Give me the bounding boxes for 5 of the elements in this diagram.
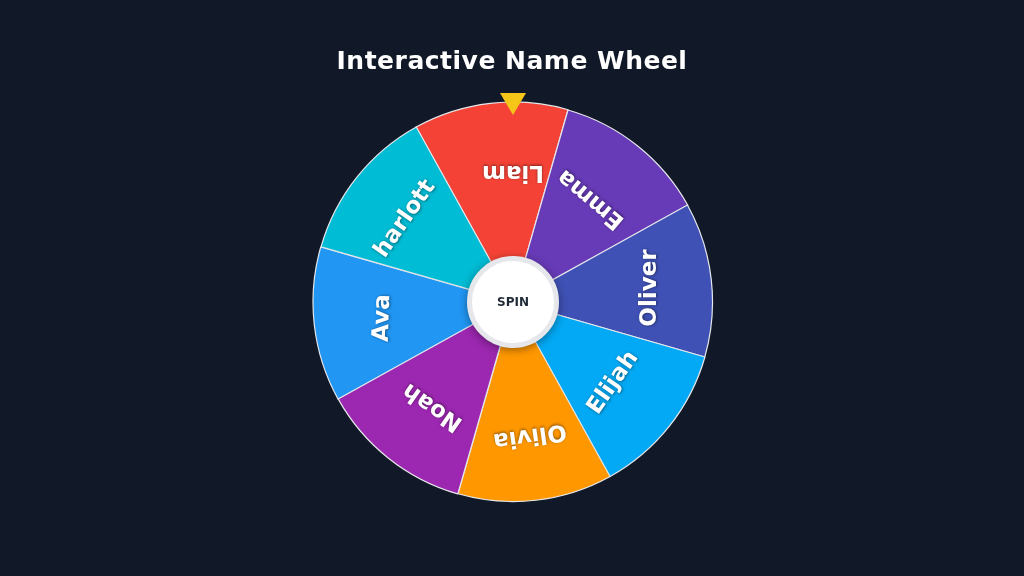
- name-label: Oliver: [636, 249, 660, 327]
- name-label: Liam: [481, 161, 544, 185]
- title: Interactive Name Wheel: [336, 46, 688, 75]
- name-label: Olivia: [491, 420, 569, 454]
- name-label: Ava: [368, 293, 394, 343]
